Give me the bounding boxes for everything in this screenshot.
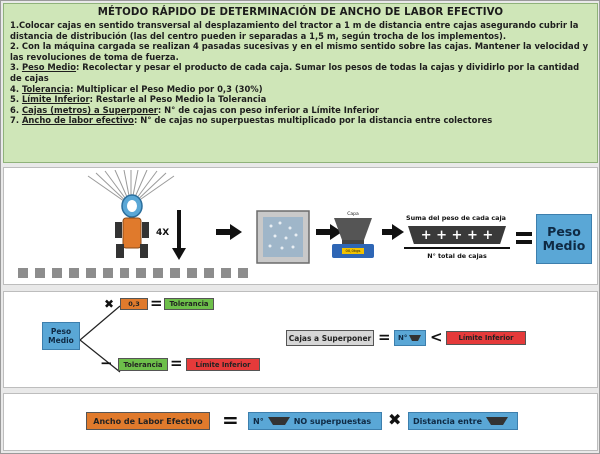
step-text: : Restarle al Peso Medio la Tolerancia [89, 94, 267, 105]
tolerance-section: Peso Medio ✖ 0,3 = Tolerancia − Toleranc… [3, 291, 598, 388]
right-arrow-icon [216, 224, 242, 240]
factor-box: 0,3 [120, 298, 148, 310]
step-number: 6. [10, 104, 22, 115]
peso-medio-box: Peso Medio [42, 322, 80, 350]
step-number: 7. [10, 115, 22, 126]
no-superpuestas-box: N° NO superpuestas [248, 412, 382, 430]
box-icon [267, 417, 290, 425]
ancho-labor-box: Ancho de Labor Efectivo [86, 412, 210, 430]
collector-box [85, 268, 96, 278]
times-icon: ✖ [104, 297, 115, 311]
equals-icon [516, 240, 532, 244]
step-1: 1.Colocar cajas en sentido transversal a… [10, 20, 591, 41]
step-number: 5. [10, 94, 22, 105]
step-keyword: Tolerancia [21, 83, 71, 94]
page-title: MÉTODO RÁPIDO DE DETERMINACIÓN DE ANCHO … [97, 7, 504, 18]
denominator-label: N° total de cajas [427, 252, 487, 260]
collector-box [204, 268, 215, 278]
collected-product-icon [256, 210, 310, 264]
n-label: N° [253, 416, 264, 426]
n-label: N° [398, 334, 408, 342]
step-number: 4. [10, 83, 22, 94]
scale-label: Capa [347, 212, 359, 217]
equals-icon: = [170, 354, 183, 372]
fraction-line [404, 247, 510, 249]
times-icon: ✖ [388, 410, 402, 429]
effective-width-section: Ancho de Labor Efectivo = N° NO superpue… [3, 393, 598, 451]
limite-inferior-box-2: Límite Inferior [446, 331, 526, 345]
limite-inferior-box: Límite Inferior [186, 358, 260, 371]
peso-medio-result: Peso Medio [536, 214, 592, 264]
step-text: : Multiplicar el Peso Medio por 0,3 (30%… [70, 83, 263, 94]
distancia-box: Distancia entre [408, 412, 518, 430]
right-arrow-icon [316, 224, 342, 240]
step-6: 6. Cajas (metros) a Superponer: N° de ca… [10, 105, 591, 116]
equals-icon: = [378, 328, 391, 346]
less-than-icon: < [430, 328, 443, 346]
right-arrow-icon [382, 224, 404, 240]
collector-box [237, 268, 248, 278]
collector-box [68, 268, 79, 278]
tolerancia-box: Tolerancia [164, 298, 214, 310]
sum-boxes: + + + + + [408, 226, 506, 244]
collector-box [221, 268, 231, 278]
n-box: N° [394, 330, 426, 346]
collector-box [34, 268, 45, 278]
step-keyword: Ancho de labor efectivo [21, 115, 134, 126]
instructions-panel: MÉTODO RÁPIDO DE DETERMINACIÓN DE ANCHO … [3, 3, 598, 163]
collector-box [136, 268, 147, 278]
distancia-label: Distancia entre [413, 416, 483, 426]
down-arrow-icon [172, 210, 186, 260]
step-5: 5. Límite Inferior: Restarle al Peso Med… [10, 94, 591, 105]
step-number: 3. [10, 62, 22, 73]
step-7: 7. Ancho de labor efectivo: N° de cajas … [10, 115, 591, 126]
collector-boxes-row [18, 268, 248, 278]
equals-icon: = [150, 294, 163, 312]
branch-lines [79, 305, 121, 373]
collector-box [187, 268, 198, 278]
step-text: : Recolectar y pesar el producto de cada… [10, 62, 580, 83]
step-keyword: Límite Inferior [21, 94, 90, 105]
box-icon [409, 335, 422, 341]
passes-label: 4X [156, 228, 170, 238]
cajas-superponer-box: Cajas a Superponer [286, 330, 374, 346]
step-4: 4. Tolerancia: Multiplicar el Peso Medio… [10, 84, 591, 95]
step-text: 2. Con la máquina cargada se realizan 4 … [10, 41, 589, 62]
collector-box [153, 268, 164, 278]
step-text: : N° de cajas con peso inferior a Límite… [157, 104, 380, 115]
collector-box [119, 268, 130, 278]
scale-display: 00,0kgs [345, 248, 361, 253]
minus-icon: − [100, 354, 113, 372]
scale-icon [332, 218, 374, 258]
collector-box [51, 268, 62, 278]
equals-icon: = [222, 408, 239, 432]
field-test-section: 4X Capa [3, 167, 598, 285]
equals-icon [516, 232, 532, 236]
collector-box [170, 268, 181, 278]
tractor-icon [115, 194, 149, 258]
box-icon [486, 417, 509, 425]
step-3: 3. Peso Medio: Recolectar y pesar el pro… [10, 62, 591, 83]
step-2: 2. Con la máquina cargada se realizan 4 … [10, 41, 591, 62]
step-text: 1.Colocar cajas en sentido transversal a… [10, 20, 579, 41]
tolerancia-box-2: Tolerancia [118, 358, 168, 371]
step-keyword: Cajas (metros) a Superponer [21, 104, 158, 115]
step-text: : N° de cajas no superpuestas multiplica… [133, 115, 493, 126]
no-superpuestas-label: NO superpuestas [293, 416, 372, 426]
collector-box [18, 268, 28, 278]
step-keyword: Peso Medio [21, 62, 77, 73]
sum-label: Suma del peso de cada caja [406, 214, 506, 222]
collector-box [102, 268, 113, 278]
